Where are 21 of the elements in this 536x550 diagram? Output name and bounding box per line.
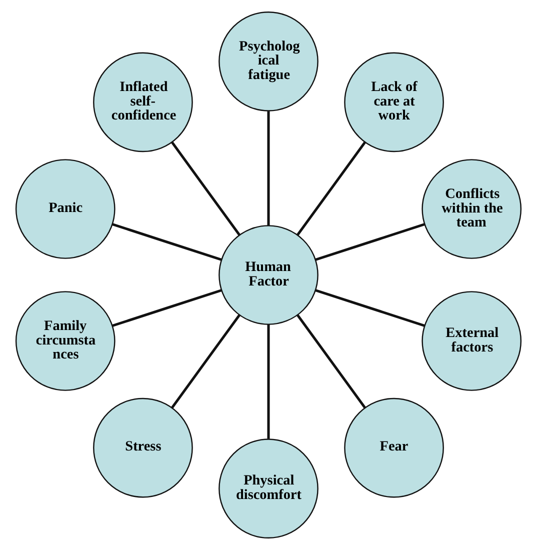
connector xyxy=(112,289,222,327)
node-circle: Panic xyxy=(14,159,115,259)
connector xyxy=(266,324,270,439)
node-circle: Psycholog ical fatigue xyxy=(218,12,318,112)
connector xyxy=(296,142,366,236)
connector xyxy=(314,289,424,327)
connector xyxy=(314,223,424,261)
connector xyxy=(112,223,222,261)
node-circle: Lack of care at work xyxy=(344,52,444,152)
connector xyxy=(170,142,240,236)
node-circle: Human Factor xyxy=(218,225,318,325)
connector xyxy=(170,314,240,408)
node-circle: Conflicts within the team xyxy=(421,159,522,259)
connector xyxy=(296,314,366,408)
node-circle: Inflated self- confidence xyxy=(92,52,192,152)
node-circle: Family circumsta nces xyxy=(14,291,115,391)
node-circle: Fear xyxy=(344,398,444,498)
node-circle: Stress xyxy=(92,398,192,498)
node-circle: External factors xyxy=(421,291,522,391)
connector xyxy=(266,111,270,226)
node-circle: Physical discomfort xyxy=(218,438,318,538)
